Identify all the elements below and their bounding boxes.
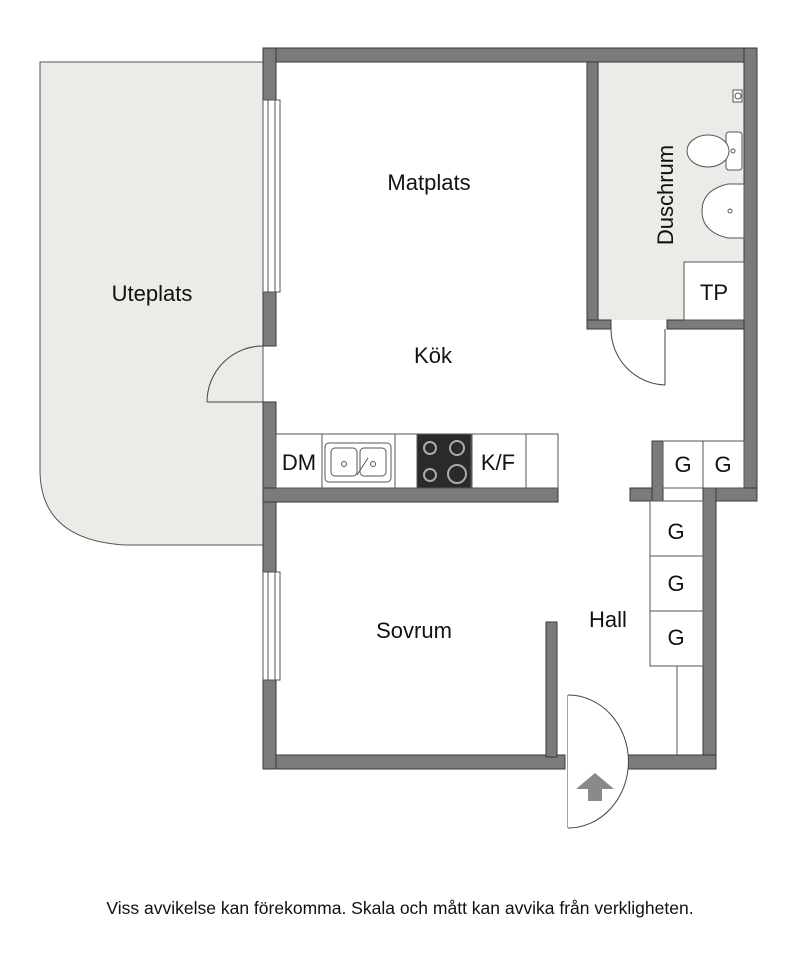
toilet-icon	[686, 131, 743, 171]
disclaimer-text: Viss avvikelse kan förekomma. Skala och …	[106, 898, 694, 918]
label-kf: K/F	[481, 450, 515, 475]
label-dm: DM	[282, 450, 316, 475]
label-hall: Hall	[589, 607, 627, 632]
label-kok: Kök	[414, 343, 453, 368]
label-sovrum: Sovrum	[376, 618, 452, 643]
uteplats-area	[39, 61, 264, 546]
sink-icon	[324, 442, 392, 483]
wardrobes	[649, 440, 745, 755]
walls	[262, 47, 758, 770]
stove-icon	[416, 433, 472, 489]
label-matplats: Matplats	[387, 170, 470, 195]
entrance-door	[567, 694, 629, 829]
terrace-door	[206, 345, 264, 403]
label-tp: TP	[700, 280, 728, 305]
label-garderob-2: G	[714, 452, 731, 477]
tp-closet	[683, 261, 745, 321]
label-garderob-5: G	[667, 625, 684, 650]
label-duschrum: Duschrum	[653, 145, 678, 245]
label-uteplats: Uteplats	[112, 281, 193, 306]
label-garderob-1: G	[674, 452, 691, 477]
windows	[262, 99, 281, 681]
shower-icon	[732, 89, 743, 103]
basin-icon	[701, 183, 745, 239]
label-garderob-3: G	[667, 519, 684, 544]
entrance-arrow-icon	[576, 773, 614, 801]
label-garderob-4: G	[667, 571, 684, 596]
bathroom-door	[610, 328, 666, 386]
